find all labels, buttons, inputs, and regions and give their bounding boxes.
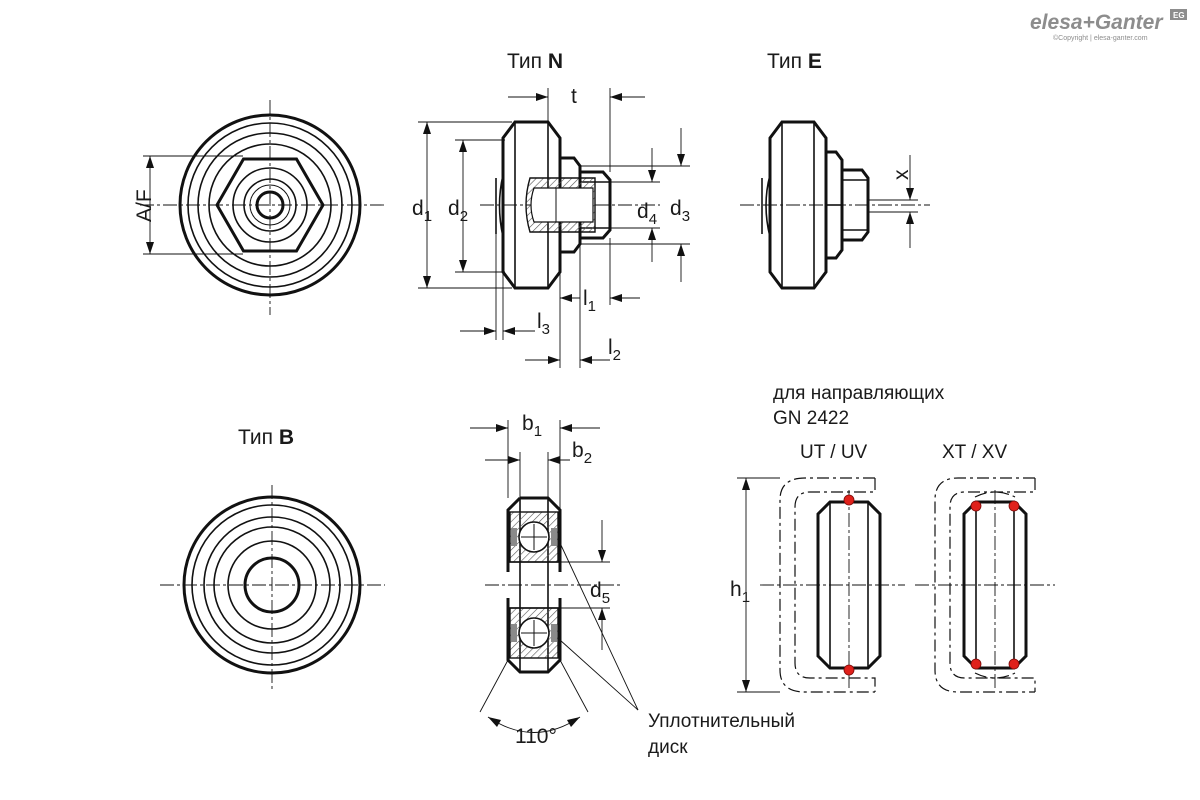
- dim-d1-label: d1: [412, 197, 432, 225]
- dim-l1-label: l1: [583, 287, 596, 315]
- logo-text: elesa+Ganter: [1030, 11, 1164, 34]
- dim-b2-label: b2: [572, 439, 592, 467]
- guide-ut-uv: h1: [730, 477, 905, 693]
- logo-badge: EG: [1173, 11, 1185, 20]
- contact-point: [970, 658, 982, 670]
- front-view-type-n: A/F: [133, 100, 385, 315]
- seal-callout-line1: Уплотнительный: [648, 711, 795, 732]
- contact-point: [1008, 500, 1020, 512]
- hex-nut-outline: [215, 157, 325, 253]
- contact-point: [843, 494, 855, 506]
- guides-heading-line1: для направляющих: [773, 383, 945, 404]
- dim-b1-label: b1: [522, 412, 542, 440]
- dim-d4-label: d4: [637, 200, 657, 228]
- type-n-title: Тип N: [507, 50, 563, 73]
- dim-t-label: t: [571, 85, 577, 108]
- section-view-bearing: b1 b2 d5 110°: [470, 412, 639, 748]
- guides-heading-line2: GN 2422: [773, 408, 849, 429]
- dim-af-label: A/F: [133, 189, 156, 222]
- type-b-title: Тип B: [238, 426, 294, 449]
- profile-xt-label: XT / XV: [942, 442, 1007, 463]
- dim-d2-label: d2: [448, 197, 468, 225]
- dim-l3-label: l3: [537, 310, 550, 338]
- dim-l2-label: l2: [608, 336, 621, 364]
- side-view-type-n: Тип N d1 d2: [412, 50, 690, 368]
- contact-point: [843, 664, 855, 676]
- contact-point: [970, 500, 982, 512]
- badge-box: [1170, 9, 1187, 20]
- dim-angle-label: 110°: [515, 725, 557, 748]
- contact-point: [1008, 658, 1020, 670]
- front-view-type-b: Тип B: [160, 426, 385, 690]
- dim-x-label: x: [890, 169, 913, 180]
- brand-logo: elesa+Ganter EG ©Copyright | elesa-gante…: [1030, 9, 1187, 42]
- seal-callout-line2: диск: [648, 737, 688, 758]
- dim-d5-label: d5: [590, 579, 610, 607]
- type-e-title: Тип E: [767, 50, 822, 73]
- copyright-text: ©Copyright | elesa-ganter.com: [1053, 34, 1148, 42]
- dim-d3-label: d3: [670, 197, 690, 225]
- side-view-type-e: Тип E x: [740, 50, 930, 290]
- profile-ut-label: UT / UV: [800, 442, 868, 463]
- guide-xt-xv: [915, 477, 1055, 693]
- dim-h1-label: h1: [730, 578, 750, 606]
